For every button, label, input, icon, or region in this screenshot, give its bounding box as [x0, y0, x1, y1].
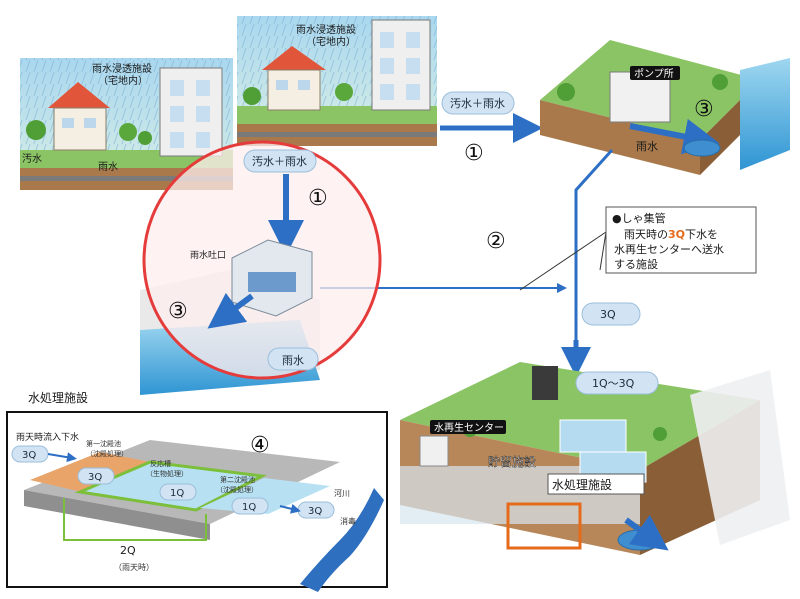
- pump-marker: ③: [694, 97, 714, 122]
- mid-flow-label: 汚水＋雨水: [252, 155, 307, 168]
- q3out-label: 3Q: [308, 506, 322, 517]
- storage-label: 貯留施設: [488, 454, 536, 469]
- mid-flow-marker: ①: [308, 186, 328, 211]
- houses-right-label-sub: （宅地内）: [306, 35, 356, 48]
- second-settle-label: 第二沈殿池: [220, 475, 255, 484]
- q2-label: 2Q: [120, 544, 136, 557]
- outfall-rain-label: 雨水: [282, 354, 304, 367]
- treatment-label: 水処理施設: [552, 477, 612, 492]
- reaction-label: 反応槽: [150, 459, 171, 468]
- second-settle-sub: （沈殿処理）: [216, 485, 258, 494]
- reaction-sub: （生物処理）: [146, 469, 188, 478]
- route-marker: ②: [486, 229, 506, 254]
- q3-pill-label: 3Q: [600, 308, 616, 321]
- callout-line3: 水再生センターへ送水: [614, 242, 724, 256]
- q3-pill: [581, 302, 641, 326]
- outfall-marker: ③: [168, 299, 188, 324]
- top-flow-label: 汚水＋雨水: [450, 97, 505, 110]
- callout-line4: する施設: [614, 257, 658, 271]
- houses-left-rain-label: 雨水: [98, 161, 118, 173]
- q1b-label: 1Q: [242, 502, 256, 513]
- houses-right-label: 雨水浸透施設: [296, 23, 356, 36]
- q13-pill-label: 1Q〜3Q: [592, 377, 635, 390]
- top-flow-marker: ①: [464, 141, 484, 166]
- first-settle-sub: （沈殿処理）: [86, 449, 128, 458]
- inset-marker: ④: [250, 433, 270, 458]
- interceptor-callout: ●しゃ集管 雨天時の3Q下水を 水再生センターへ送水 する施設: [519, 206, 757, 291]
- callout-line2: 雨天時の3Q下水を: [624, 228, 718, 241]
- q2-note: （雨天時）: [114, 563, 154, 572]
- houses-right-panel: 雨水浸透施設 （宅地内）: [237, 16, 437, 146]
- reclamation-center: 1Q〜3Q 水再生センター 貯留施設 水処理施設: [400, 362, 790, 555]
- outfall-area: 汚水＋雨水 ① 雨水吐口 ③ 雨水: [140, 140, 382, 395]
- inflow-label: 雨天時流入下水: [16, 431, 79, 443]
- inset-title: 水処理施設: [28, 390, 88, 405]
- houses-left-panel: 雨水浸透施設 （宅地内） 汚水 雨水: [20, 58, 233, 190]
- treatment-inset: 水処理施設 ④ 雨天時流入下水 3Q 3Q 第一沈殿池 （沈殿処理） 反応槽 （…: [6, 390, 388, 592]
- callout-line1: ●しゃ集管: [612, 211, 666, 225]
- houses-left-label-sub: （宅地内）: [98, 74, 148, 87]
- houses-left-label: 雨水浸透施設: [92, 62, 152, 75]
- pump-station: ポンプ所 雨水 ③: [540, 40, 790, 175]
- houses-left-sewage-label: 汚水: [22, 152, 42, 165]
- top-flow: 汚水＋雨水 ①: [440, 91, 543, 166]
- disinfect-label: 消毒: [340, 516, 356, 526]
- q3a-label: 3Q: [22, 450, 36, 461]
- q1a-label: 1Q: [170, 488, 184, 499]
- first-settle-label: 第一沈殿池: [86, 439, 121, 448]
- center-title: 水再生センター: [434, 421, 504, 434]
- q3b-label: 3Q: [88, 472, 102, 483]
- outfall-title: 雨水吐口: [190, 249, 226, 261]
- river-label: 河川: [334, 488, 350, 498]
- pump-station-title: ポンプ所: [634, 68, 674, 80]
- pump-rain-label: 雨水: [636, 140, 658, 153]
